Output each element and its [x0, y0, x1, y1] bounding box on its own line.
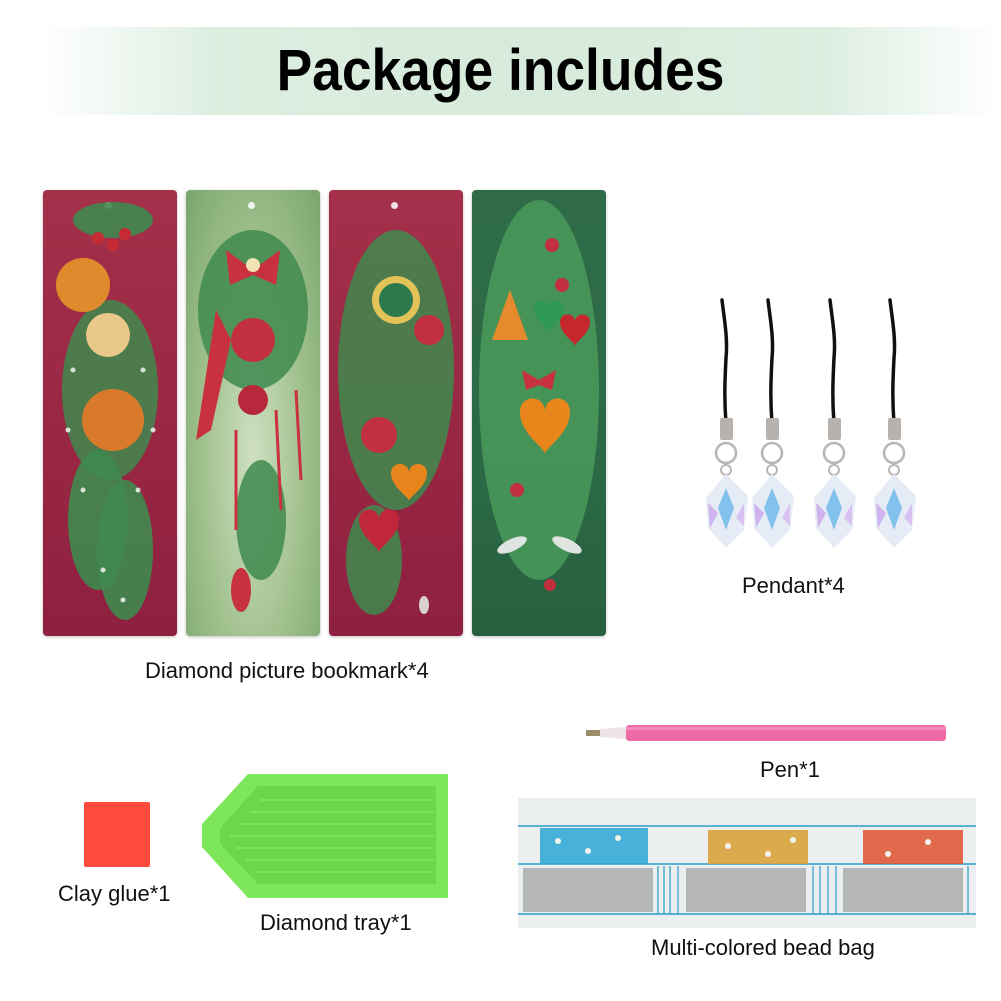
- clay-glue-label: Clay glue*1: [58, 881, 171, 906]
- bookmark-4: [472, 190, 606, 636]
- pendant-crystal-icon: [706, 298, 748, 548]
- clay-glue-square: [84, 802, 150, 867]
- bead-bag-icon: [518, 798, 976, 928]
- bookmark-art-bow-icon: [196, 230, 308, 612]
- bookmark-hole: [391, 202, 398, 209]
- diamond-tray-icon: [202, 774, 448, 898]
- pendant-crystal-icon: [814, 298, 856, 548]
- pen-label: Pen*1: [760, 757, 820, 782]
- diamond-tray-label: Diamond tray*1: [260, 910, 412, 935]
- bookmark-2: [186, 190, 320, 636]
- bookmark-art-ornaments-icon: [56, 202, 158, 620]
- bookmark-hole: [248, 202, 255, 209]
- title-banner: [40, 27, 1001, 115]
- pendant-crystal-icon: [752, 298, 794, 548]
- pendant-2: [746, 298, 806, 558]
- pen-icon: [586, 725, 946, 741]
- page-title: Package includes: [276, 38, 725, 103]
- bookmark-art-bell-icon: [479, 200, 599, 591]
- bookmark-art-hearts-icon: [338, 230, 454, 615]
- bead-bag-label: Multi-colored bead bag: [651, 935, 875, 960]
- bookmark-1: [43, 190, 177, 636]
- pendant-1: [700, 298, 760, 558]
- pendant-3: [808, 298, 868, 558]
- pendant-4: [868, 298, 928, 558]
- bookmark-3: [329, 190, 463, 636]
- bookmarks-label: Diamond picture bookmark*4: [145, 658, 429, 683]
- pendant-crystal-icon: [874, 298, 916, 548]
- pendants-label: Pendant*4: [742, 573, 845, 598]
